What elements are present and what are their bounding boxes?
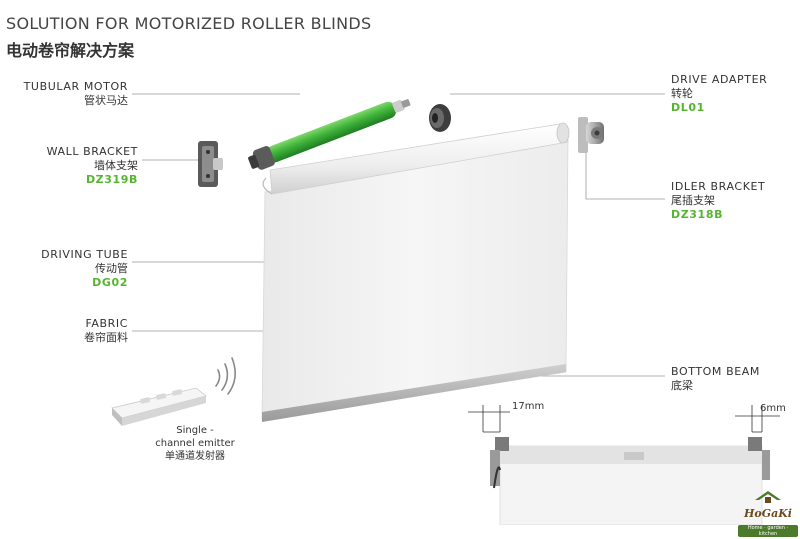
leader-lines [132,93,665,377]
label-emitter-cn: 单通道发射器 [165,451,225,462]
label-driving-tube-code: DG02 [92,276,128,289]
label-fabric-en: FABRIC [85,317,128,330]
remote-emitter-part [111,357,236,426]
brand-logo: HoGaKi Home · garden · kitchen [738,488,798,539]
label-idler-bracket-en: IDLER BRACKET [671,180,766,193]
logo-tagline: Home · garden · kitchen [738,525,798,537]
dimension-detail: 17mm 6mm [468,401,786,525]
label-idler-bracket: IDLER BRACKET 尾插支架 DZ318B [671,180,765,222]
label-fabric: FABRIC 卷帘面料 [8,317,128,345]
dim-label-right: 6mm [760,403,786,414]
dim-label-left: 17mm [512,401,544,412]
label-driving-tube-en: DRIVING TUBE [41,248,128,261]
label-tubular-motor: TUBULAR MOTOR 管状马达 [8,80,128,108]
logo-house-icon [738,488,798,507]
label-wall-bracket-en: WALL BRACKET [46,145,138,158]
label-emitter: Single - channel emitter 单通道发射器 [145,424,245,463]
logo-brand-name: HoGaKi [744,507,792,520]
bottom-beam-bar [262,364,566,422]
label-tubular-motor-cn: 管状马达 [84,94,128,107]
label-bottom-beam-en: BOTTOM BEAM [671,365,761,378]
roller-blind-assembly [261,122,570,422]
label-wall-bracket: WALL BRACKET 墙体支架 DZ319B [18,145,138,187]
label-drive-adapter-cn: 转轮 [671,87,693,100]
label-driving-tube-cn: 传动管 [95,262,128,275]
label-drive-adapter: DRIVE ADAPTER 转轮 DL01 [671,73,767,115]
label-idler-bracket-cn: 尾插支架 [671,194,715,207]
label-wall-bracket-code: DZ319B [85,173,138,186]
label-idler-bracket-code: DZ318B [671,208,724,221]
signal-waves-icon [215,357,236,395]
title-chinese: 电动卷帘解决方案 [6,41,135,60]
wall-bracket-part [198,141,223,187]
driving-tube-roll [269,123,569,195]
drive-adapter-part [429,104,451,132]
idler-bracket-part [578,117,604,153]
label-bottom-beam: BOTTOM BEAM 底梁 [671,365,760,393]
label-driving-tube: DRIVING TUBE 传动管 DG02 [8,248,128,290]
label-tubular-motor-en: TUBULAR MOTOR [23,80,128,93]
tubular-motor-part [248,99,411,170]
diagram-artwork: 17mm 6mm [111,93,786,525]
label-emitter-line1: Single - [176,425,214,436]
label-drive-adapter-code: DL01 [671,101,705,114]
leader-idler-bracket [585,150,665,200]
label-drive-adapter-en: DRIVE ADAPTER [671,73,768,86]
label-fabric-cn: 卷帘面料 [84,331,128,344]
title-english: SOLUTION FOR MOTORIZED ROLLER BLINDS [6,14,372,33]
label-emitter-line2: channel emitter [155,438,235,449]
label-bottom-beam-cn: 底梁 [671,379,693,392]
label-wall-bracket-cn: 墙体支架 [94,159,138,172]
